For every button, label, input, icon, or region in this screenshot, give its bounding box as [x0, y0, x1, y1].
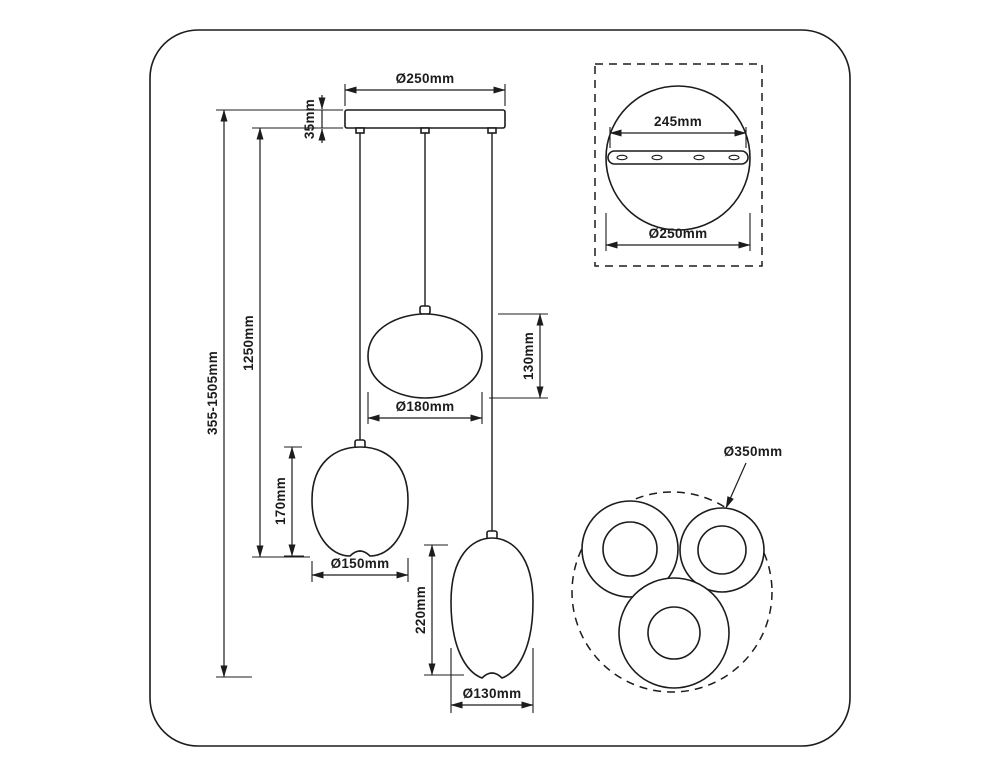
dimension-lines: [220, 86, 544, 709]
left-shade-outline: [311, 446, 409, 557]
right-shade-outline: [450, 537, 534, 679]
cord-drop-label: 1250mm: [241, 315, 256, 371]
plate-diameter-label: Ø250mm: [649, 226, 708, 241]
middle-shade-height-label: 130mm: [521, 332, 536, 380]
envelope-diameter-label: Ø350mm: [724, 444, 783, 459]
left-shade-height-label: 170mm: [273, 477, 288, 525]
cord-grip-left: [355, 127, 365, 134]
left-shade-diameter-label: Ø150mm: [331, 556, 390, 571]
mounting-bracket: [607, 150, 749, 165]
right-shade-diameter-label: Ø130mm: [463, 686, 522, 701]
canopy-top-view-detail: 245mm Ø250mm: [594, 63, 763, 267]
middle-shade-diameter-label: Ø180mm: [396, 399, 455, 414]
cord-grip-right: [487, 127, 497, 134]
plan-view-detail: Ø350mm: [571, 444, 783, 693]
bracket-slot: [693, 154, 705, 161]
shade-footprint-right-inner: [697, 525, 747, 575]
canopy-plate: [344, 109, 506, 129]
shade-footprint-left-inner: [602, 521, 658, 577]
bracket-slot: [616, 154, 628, 161]
overall-height-label: 355-1505mm: [205, 351, 220, 435]
middle-shade-outline: [367, 313, 483, 399]
fitting-middle-shade: [419, 305, 431, 315]
shade-footprint-bottom-inner: [647, 606, 701, 660]
cord-grip-middle: [420, 127, 430, 134]
right-shade-height-label: 220mm: [413, 586, 428, 634]
bracket-slot: [728, 154, 740, 161]
drawing-border: [149, 29, 851, 747]
envelope-leader-line: [725, 462, 747, 509]
canopy-diameter-label: Ø250mm: [396, 71, 455, 86]
canopy-height-label: 35mm: [302, 99, 317, 139]
bracket-slot: [651, 154, 663, 161]
front-view: Ø250mm 35mm 355-1505mm 1250mm Ø180mm 130…: [205, 71, 548, 713]
envelope-circle: [571, 491, 773, 693]
bracket-length-label: 245mm: [654, 114, 702, 129]
detail-box: [594, 63, 763, 267]
